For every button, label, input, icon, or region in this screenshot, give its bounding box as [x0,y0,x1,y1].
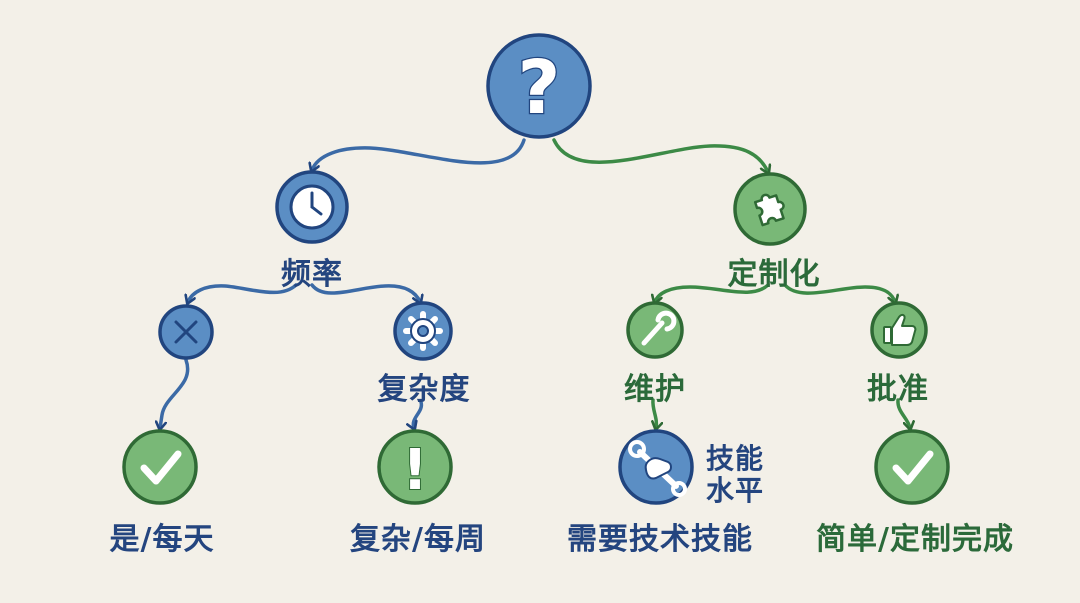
skill-side-label-line1: 技能 [705,442,765,475]
customization-node [733,172,807,246]
yes-daily-node [122,429,198,505]
arrow-complexity-to-exclamation [413,400,424,428]
gear-icon [403,311,443,351]
complexity-node [393,301,453,361]
question-mark-icon: ? [516,44,561,133]
complex-weekly-node: ! [377,429,453,505]
skill-side-label-line2: 水平 [705,474,765,507]
root-node: ? [486,33,592,139]
clock-icon [289,184,335,230]
hand-wrench-icon [628,440,687,497]
arrow-maintenance-to-tech [653,398,657,428]
complex-weekly-label: 复杂/每周 [350,522,486,557]
checkmark-icon [892,450,934,485]
frequency-label: 频率 [281,257,343,292]
maintenance-label: 维护 [624,372,686,407]
arrow-customization-to-approval [783,283,895,302]
simple-done-label: 简单/定制完成 [816,522,1014,557]
complexity-label: 复杂度 [377,372,471,407]
no-node [158,304,214,360]
puzzle-piece-icon [753,193,785,227]
thumbs-up-icon [883,313,917,346]
wrench-icon [641,310,677,346]
arrow-root-to-frequency [312,138,526,170]
simple-done-node [874,429,950,505]
arrow-frequency-to-no [188,283,298,302]
arrow-root-to-customization [552,138,768,172]
exclamation-icon: ! [401,437,429,504]
checkmark-icon [140,450,182,485]
arrow-frequency-to-complexity [310,283,420,302]
tech-skill-node [618,429,694,505]
customization-label: 定制化 [727,257,821,292]
approval-label: 批准 [867,372,929,407]
svg-text:!: ! [402,438,428,503]
arrow-no-to-yes [160,358,190,428]
x-mark-icon [174,320,198,344]
arrow-customization-to-maintenance [655,283,770,302]
frequency-node [275,170,349,244]
approval-node [870,301,928,359]
connector-lines [160,138,910,428]
svg-text:?: ? [518,45,561,131]
yes-daily-label: 是/每天 [109,522,215,557]
arrow-approval-to-check [896,398,910,428]
tech-skill-label: 需要技术技能 [567,522,753,557]
maintenance-node [626,301,684,359]
